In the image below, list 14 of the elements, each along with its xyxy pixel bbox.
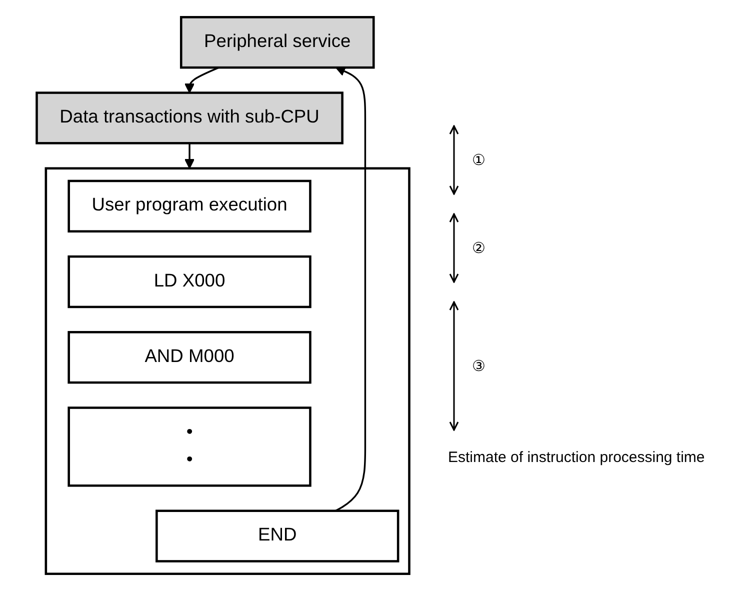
note-text: Estimate of instruction processing time xyxy=(448,449,705,466)
node-box: User program execution xyxy=(68,180,312,232)
arrow xyxy=(184,66,220,94)
node-box: LD X000 xyxy=(68,255,312,308)
node-box: AND M000 xyxy=(68,331,312,384)
cluster xyxy=(44,167,410,575)
callout-number: ② xyxy=(472,239,485,257)
callout-number: ③ xyxy=(472,357,485,375)
node-box: END xyxy=(156,510,400,562)
node-box: Peripheral service xyxy=(180,16,375,69)
callout-number: ① xyxy=(472,151,485,169)
node-box: Data transactions with sub-CPU xyxy=(36,92,344,144)
arrow xyxy=(184,143,195,169)
node-box: • • xyxy=(68,406,312,487)
